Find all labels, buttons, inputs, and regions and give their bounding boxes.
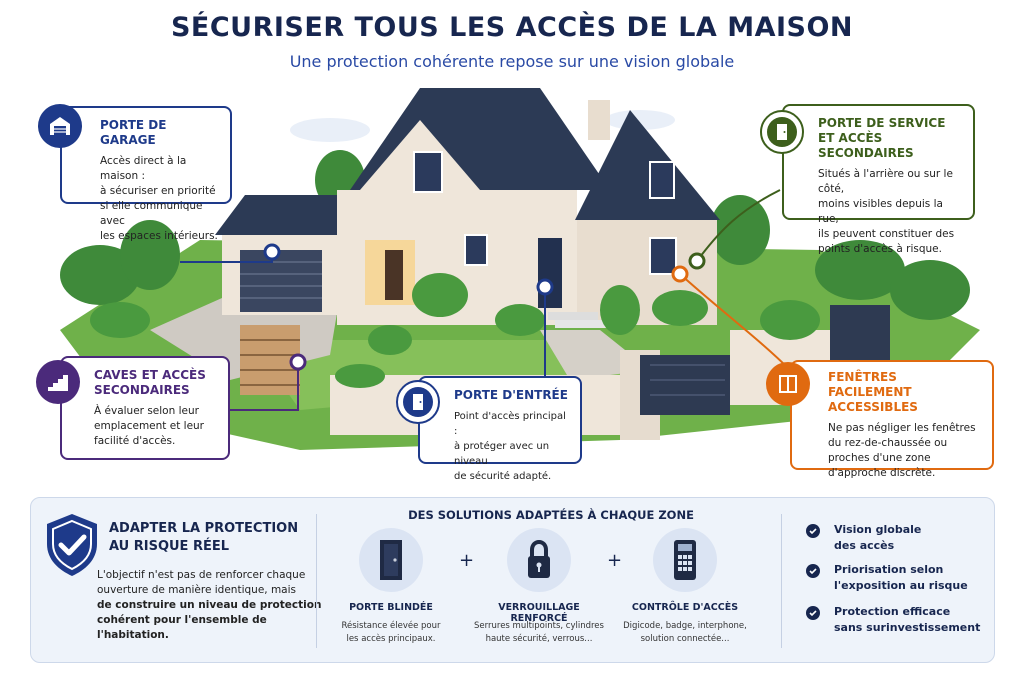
check-icon [806,606,820,620]
stairs-icon [36,360,80,404]
plus-sign: + [607,550,623,571]
plus-sign: + [459,550,475,571]
page-title: SÉCURISER TOUS LES ACCÈS DE LA MAISON [170,12,854,43]
callout-garage-body: Accès direct à la maison :à sécuriser en… [100,155,218,242]
service-door-icon [760,110,804,154]
check-icon [806,524,820,538]
front-door-icon [396,380,440,424]
padlock-icon [507,528,571,592]
armored-door-icon [359,528,423,592]
solution-name-controle: CONTRÔLE D'ACCÈS [631,602,739,613]
callout-entree-title: PORTE D'ENTRÉE [454,388,568,402]
solution-desc-controle: Digicode, badge, interphone,solution con… [623,621,747,644]
callout-porte-garage: PORTE DE GARAGE Accès direct à la maison… [60,106,232,242]
callout-entree-body: Point d'accès principal :à protéger avec… [454,411,566,482]
solution-name-porte-blindee: PORTE BLINDÉE [349,602,433,613]
solution-name-verrouillage: VERROUILLAGE RENFORCÉ [498,602,580,624]
shield-check-icon [43,512,101,582]
callout-garage-title: PORTE DE GARAGE [100,118,167,147]
adapt-text: L'objectif n'est pas de renforcer chaque… [97,569,322,641]
window-icon [766,362,810,406]
keypad-icon [653,528,717,592]
check-icon [806,564,820,578]
divider [781,514,782,648]
callout-porte-entree: PORTE D'ENTRÉE Point d'accès principal :… [418,376,582,482]
callout-service-body: Situés à l'arrière ou sur le côté,moins … [818,168,955,255]
solutions-title: DES SOLUTIONS ADAPTÉES À CHAQUE ZONE [408,508,694,522]
divider [316,514,317,648]
page-subtitle: Une protection cohérente repose sur une … [289,52,735,71]
garage-icon [38,104,82,148]
